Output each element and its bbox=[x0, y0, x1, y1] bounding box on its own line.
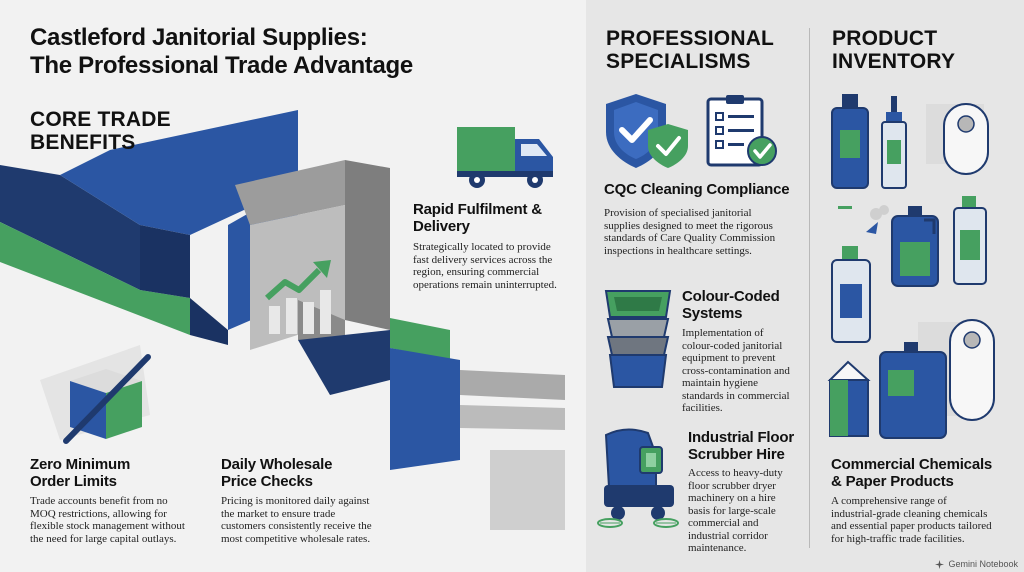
scrubber-body-line-6: industrial corridor bbox=[688, 529, 768, 542]
inventory-title-line-2: & Paper Products bbox=[831, 473, 954, 490]
delivery-truck-icon bbox=[457, 127, 553, 188]
colour-coded-body-line-3: equipment to prevent bbox=[682, 352, 776, 364]
price-body-line-2: the market to ensure trade bbox=[221, 507, 336, 520]
chemical-drum-icon bbox=[879, 342, 947, 439]
cqc-title: CQC Cleaning Compliance bbox=[604, 181, 790, 198]
moq-title-line-1: Zero Minimum bbox=[30, 456, 131, 473]
stacked-buckets-icon bbox=[604, 290, 672, 388]
checklist-clipboard-icon bbox=[706, 95, 777, 167]
scrubber-body-line-1: Access to heavy-duty bbox=[688, 467, 783, 479]
cqc-body-line-4: inspections in healthcare settings. bbox=[604, 244, 752, 257]
fulfilment-title-line-2: Delivery bbox=[413, 218, 470, 235]
products-illustration bbox=[827, 94, 995, 439]
scrubber-body-line-5: commercial and bbox=[688, 517, 759, 529]
inventory-body-line-1: A comprehensive range of bbox=[831, 495, 947, 507]
fulfilment-body-line-2: fast delivery services across the bbox=[413, 253, 553, 266]
bottle-icon bbox=[831, 94, 869, 189]
shield-check-icon bbox=[606, 94, 688, 168]
price-body-line-4: most competitive wholesale rates. bbox=[221, 532, 371, 545]
scrubber-title-line-2: Scrubber Hire bbox=[688, 446, 785, 463]
colour-coded-title-line-1: Colour-Coded bbox=[682, 288, 780, 305]
scrubber-body-line-2: floor scrubber dryer bbox=[688, 479, 776, 492]
tall-bottle-icon bbox=[831, 246, 871, 343]
jerrycan-icon bbox=[891, 206, 939, 287]
sparkle-icon bbox=[935, 559, 945, 569]
core-benefits-heading-line-2: BENEFITS bbox=[30, 131, 136, 154]
moq-title-line-2: Order Limits bbox=[30, 473, 117, 490]
moq-body-line-4: the need for large capital outlays. bbox=[30, 532, 177, 545]
cqc-body-line-2: supplies designed to meet the rigorous bbox=[604, 219, 773, 232]
crossed-box-icon bbox=[63, 354, 151, 444]
page-title-line-2: The Professional Trade Advantage bbox=[30, 52, 413, 79]
colour-coded-body-line-2: colour-coded janitorial bbox=[682, 339, 783, 352]
moq-body-line-3: flexible stock management without bbox=[30, 520, 185, 532]
core-benefits-heading-line-1: CORE TRADE bbox=[30, 108, 171, 131]
specialisms-heading-line-1: PROFESSIONAL bbox=[606, 27, 775, 50]
small-bottle-icon bbox=[953, 196, 987, 285]
fulfilment-body-line-1: Strategically located to provide bbox=[413, 241, 551, 253]
inventory-heading-line-2: INVENTORY bbox=[832, 50, 956, 73]
colour-coded-body-line-5: maintain hygiene bbox=[682, 377, 759, 389]
colour-coded-title-line-2: Systems bbox=[682, 305, 743, 322]
inventory-body-line-4: for high-traffic trade facilities. bbox=[831, 532, 965, 545]
cqc-body-line-1: Provision of specialised janitorial bbox=[604, 207, 752, 219]
price-body-line-1: Pricing is monitored daily against bbox=[221, 495, 370, 507]
price-title-line-2: Price Checks bbox=[221, 473, 313, 490]
cqc-body-line-3: standards of Care Quality Commission bbox=[604, 232, 776, 244]
inventory-title-line-1: Commercial Chemicals bbox=[831, 456, 993, 473]
right-panel-background bbox=[586, 0, 1024, 572]
growth-chart-icon bbox=[265, 260, 331, 334]
spray-bottle-icon bbox=[881, 96, 907, 189]
inventory-heading-line-1: PRODUCT bbox=[832, 27, 938, 50]
colour-coded-body-line-6: standards in commercial bbox=[682, 389, 790, 402]
column-divider bbox=[809, 28, 810, 548]
price-body-line-3: customers consistently receive the bbox=[221, 520, 372, 532]
colour-coded-body-line-7: facilities. bbox=[682, 402, 723, 414]
fulfilment-body-line-4: operations remain uninterrupted. bbox=[413, 278, 557, 291]
moq-body-line-1: Trade accounts benefit from no bbox=[30, 495, 168, 507]
price-title-line-1: Daily Wholesale bbox=[221, 456, 333, 473]
inventory-body-line-2: industrial-grade cleaning chemicals bbox=[831, 507, 988, 520]
badge-label: Gemini Notebook bbox=[948, 559, 1018, 569]
carton-icon bbox=[827, 360, 871, 437]
inventory-body-line-3: and essential paper products tailored bbox=[831, 520, 992, 532]
paper-roll-icon bbox=[926, 103, 989, 175]
scrubber-title-line-1: Industrial Floor bbox=[688, 429, 794, 446]
page-title-line-1: Castleford Janitorial Supplies: bbox=[30, 24, 368, 51]
scrubber-body-line-7: maintenance. bbox=[688, 542, 747, 554]
specialisms-heading-line-2: SPECIALISMS bbox=[606, 50, 751, 73]
floor-scrubber-icon bbox=[597, 428, 679, 528]
colour-coded-body-line-4: cross-contamination and bbox=[682, 364, 790, 377]
colour-coded-body-line-1: Implementation of bbox=[682, 327, 764, 339]
scrubber-body-line-3: machinery on a hire bbox=[688, 492, 776, 504]
gemini-notebook-badge: Gemini Notebook bbox=[935, 559, 1018, 569]
fulfilment-body-line-3: region, ensuring commercial bbox=[413, 266, 540, 278]
fulfilment-title-line-1: Rapid Fulfilment & bbox=[413, 201, 542, 218]
moq-body-line-2: MOQ restrictions, allowing for bbox=[30, 507, 167, 520]
scrubber-body-line-4: basis for large-scale bbox=[688, 504, 776, 517]
